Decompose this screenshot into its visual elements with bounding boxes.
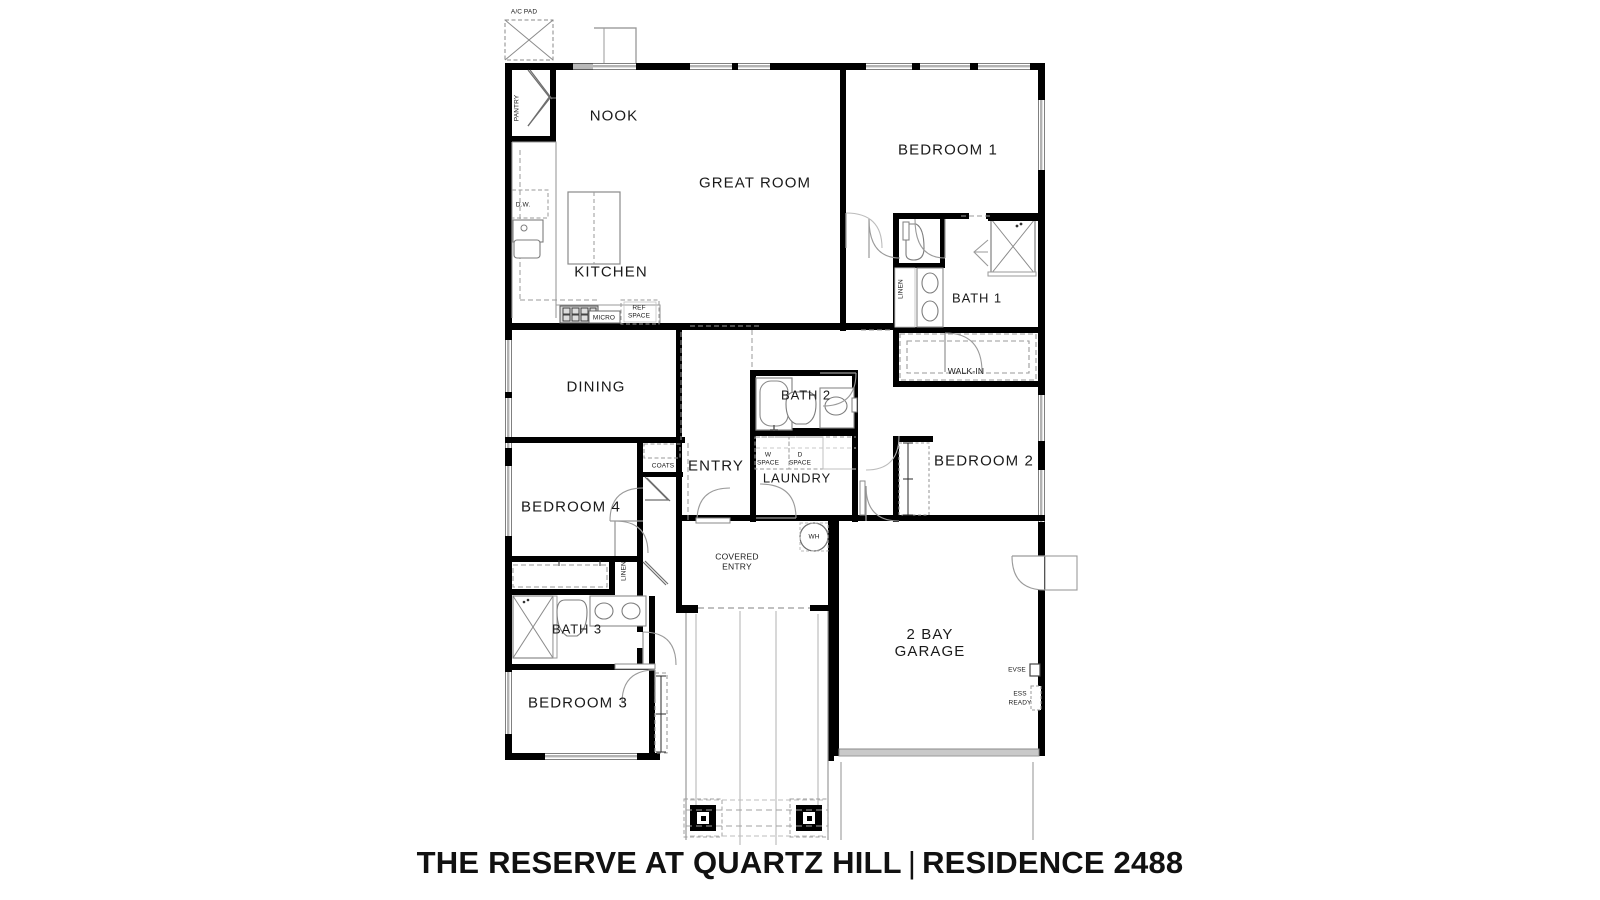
windows-right [1038,100,1045,522]
kitchen-fixtures [511,141,661,325]
plan-title-residence: RESIDENCE 2488 [922,845,1184,880]
windows-left [505,340,512,734]
entry-fixtures [644,476,731,524]
bedroom-doors [609,212,883,704]
closet-outlines [512,333,1037,754]
top-guidelines [603,28,637,63]
dimension-marks [558,442,913,753]
bath3-fixtures [512,520,677,668]
plan-title-community: THE RESERVE AT QUARTZ HILL [416,845,902,880]
plan-title-separator: | [907,845,917,880]
windows-bottom [545,753,637,760]
plan-title: THE RESERVE AT QUARTZ HILL|RESIDENCE 248… [0,845,1600,881]
pantry-doors [527,69,556,127]
door-openings [680,215,990,520]
porch-walkway [676,609,829,845]
roof-bump [594,27,637,67]
bedroom2-doors [859,435,900,522]
covered-entry-detail [698,522,829,609]
garage-detail [838,555,1078,840]
windows-top [573,63,1030,70]
bath1-fixtures [868,216,1038,373]
laundry-fixtures [754,436,856,519]
ac-pad-symbol [504,19,554,61]
bath2-fixtures [755,372,858,431]
